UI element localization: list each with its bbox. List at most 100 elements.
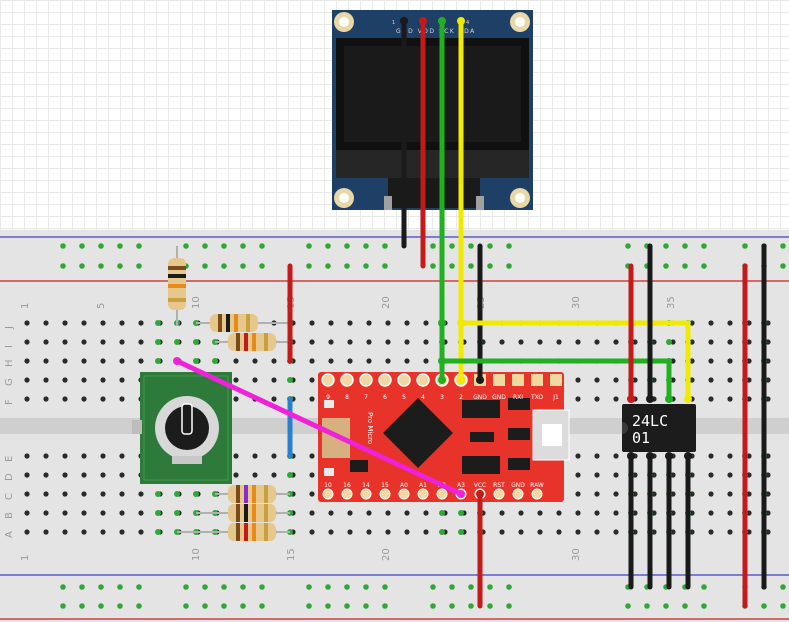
breadboard-hole (727, 396, 733, 402)
oled-display: GND VDD SCK SDA 1 4 (332, 10, 533, 210)
rail-hole (306, 263, 312, 269)
column-number: 30 (571, 548, 582, 561)
breadboard-hole (556, 510, 562, 516)
breadboard-hole (62, 453, 68, 459)
breadboard-hole (594, 529, 600, 535)
rail-hole (780, 243, 786, 249)
breadboard-hole (727, 472, 733, 478)
rail-hole (430, 243, 436, 249)
rail-hole (363, 263, 369, 269)
breadboard-hole (81, 358, 87, 364)
connected-hole (174, 510, 180, 516)
header-pin (378, 373, 392, 387)
breadboard-hole (708, 339, 714, 345)
breadboard-hole (328, 510, 334, 516)
rail-hole (325, 603, 331, 609)
rail-hole (240, 243, 246, 249)
wire-endpoint (646, 452, 654, 460)
breadboard-hole (119, 510, 125, 516)
rail-hole (221, 603, 227, 609)
column-number: 5 (96, 303, 107, 309)
header-pin (397, 373, 411, 387)
rail-hole (259, 603, 265, 609)
breadboard-hole (81, 396, 87, 402)
resistor-i (215, 333, 290, 351)
wire-green-scl-eeprom (439, 358, 672, 402)
connected-hole (174, 339, 180, 345)
rail-hole (306, 603, 312, 609)
rail-hole (682, 263, 688, 269)
breadboard-hole (100, 358, 106, 364)
breadboard-hole (119, 472, 125, 478)
breadboard-hole (613, 339, 619, 345)
rail-hole (468, 263, 474, 269)
rail-hole (60, 243, 66, 249)
breadboard-hole (575, 453, 581, 459)
breadboard-hole (575, 529, 581, 535)
wire-endpoint (457, 319, 465, 327)
breadboard-hole (43, 339, 49, 345)
breadboard-hole (62, 510, 68, 516)
breadboard-hole (594, 396, 600, 402)
resistor-vertical (168, 246, 186, 326)
breadboard-hole (594, 453, 600, 459)
connected-hole (155, 510, 161, 516)
rail-hole (325, 584, 331, 590)
oled-pin-number: 1 (392, 20, 395, 26)
rail-hole (468, 584, 474, 590)
breadboard-hole (81, 472, 87, 478)
breadboard-hole (575, 377, 581, 383)
rail-hole (136, 603, 142, 609)
breadboard-hole (727, 377, 733, 383)
breadboard-hole (727, 453, 733, 459)
pin-label: GND (492, 394, 506, 401)
resistor-j (196, 314, 290, 332)
breadboard-hole (100, 472, 106, 478)
wire-endpoint (400, 17, 408, 25)
pin-label: 16 (343, 482, 351, 489)
rotary-encoder (132, 372, 232, 484)
header-pin (360, 488, 372, 500)
breadboard-hole (100, 339, 106, 345)
connected-hole (155, 358, 161, 364)
breadboard-hole (271, 453, 277, 459)
breadboard-hole (81, 529, 87, 535)
breadboard-hole (385, 358, 391, 364)
breadboard-hole (727, 510, 733, 516)
rail-hole (506, 603, 512, 609)
wire-magenta (174, 358, 464, 497)
rail-hole (259, 243, 265, 249)
breadboard-hole (62, 396, 68, 402)
rail-hole (449, 584, 455, 590)
wire-endpoint (665, 452, 673, 460)
breadboard-hole (24, 491, 30, 497)
header-pin (379, 488, 391, 500)
row-letter: D (4, 473, 15, 481)
breadboard-hole (423, 320, 429, 326)
rail-hole (306, 243, 312, 249)
connected-hole (666, 339, 672, 345)
wire-endpoint (476, 490, 484, 498)
pin-label: 5 (402, 394, 406, 401)
header-pin (417, 488, 429, 500)
breadboard-hole (119, 453, 125, 459)
breadboard-hole (385, 529, 391, 535)
rail-hole (202, 263, 208, 269)
breadboard-hole (385, 510, 391, 516)
header-pin (550, 374, 562, 386)
pro-micro-name: Pro Micro (366, 412, 374, 444)
rail-hole (382, 603, 388, 609)
breadboard-hole (404, 320, 410, 326)
pin-label: 14 (362, 482, 370, 489)
breadboard-hole (575, 491, 581, 497)
row-letter: H (4, 359, 15, 367)
pin-label: A0 (400, 482, 408, 489)
breadboard-hole (347, 320, 353, 326)
header-pin (398, 488, 410, 500)
breadboard-hole (138, 529, 144, 535)
breadboard-hole (613, 491, 619, 497)
pin-label: RST (493, 482, 505, 489)
rail-hole (240, 603, 246, 609)
breadboard-hole (423, 358, 429, 364)
pin-label: 6 (383, 394, 387, 401)
